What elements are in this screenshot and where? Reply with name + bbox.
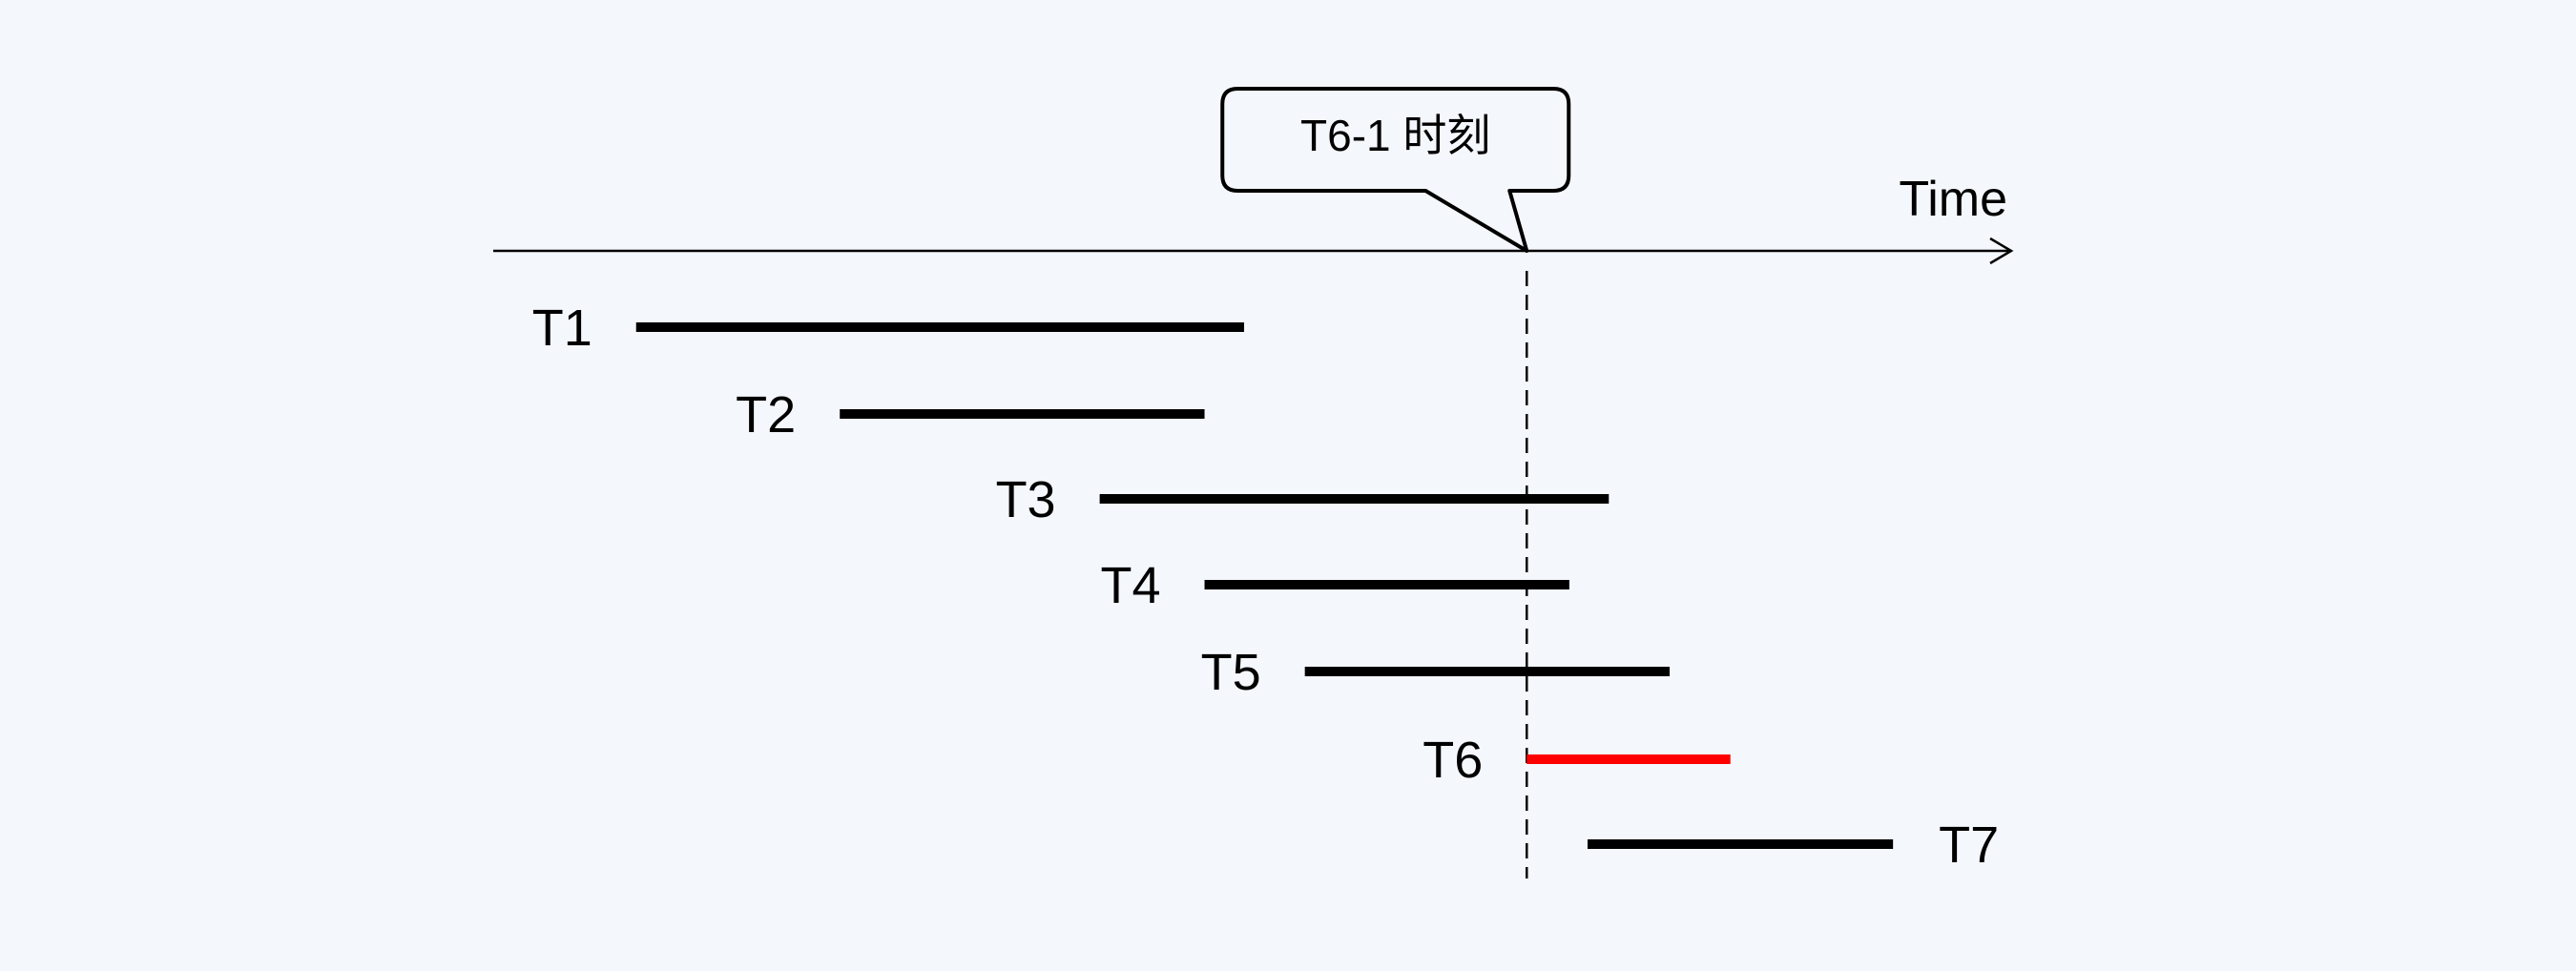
- callout-label: T6-1 时刻: [1300, 111, 1490, 160]
- task-label-t1: T1: [532, 300, 592, 357]
- task-label-t4: T4: [1100, 557, 1160, 614]
- task-label-t2: T2: [736, 386, 796, 444]
- task-label-t6: T6: [1423, 732, 1483, 789]
- callout-bubble: [1220, 87, 1571, 253]
- time-axis-arrow-icon: [1989, 237, 2014, 265]
- time-axis-label: Time: [1899, 172, 2007, 227]
- task-label-t7: T7: [1939, 816, 1999, 874]
- task-label-t3: T3: [996, 471, 1056, 528]
- marker-callout: T6-1 时刻: [1220, 87, 1571, 253]
- task-label-t5: T5: [1201, 644, 1261, 701]
